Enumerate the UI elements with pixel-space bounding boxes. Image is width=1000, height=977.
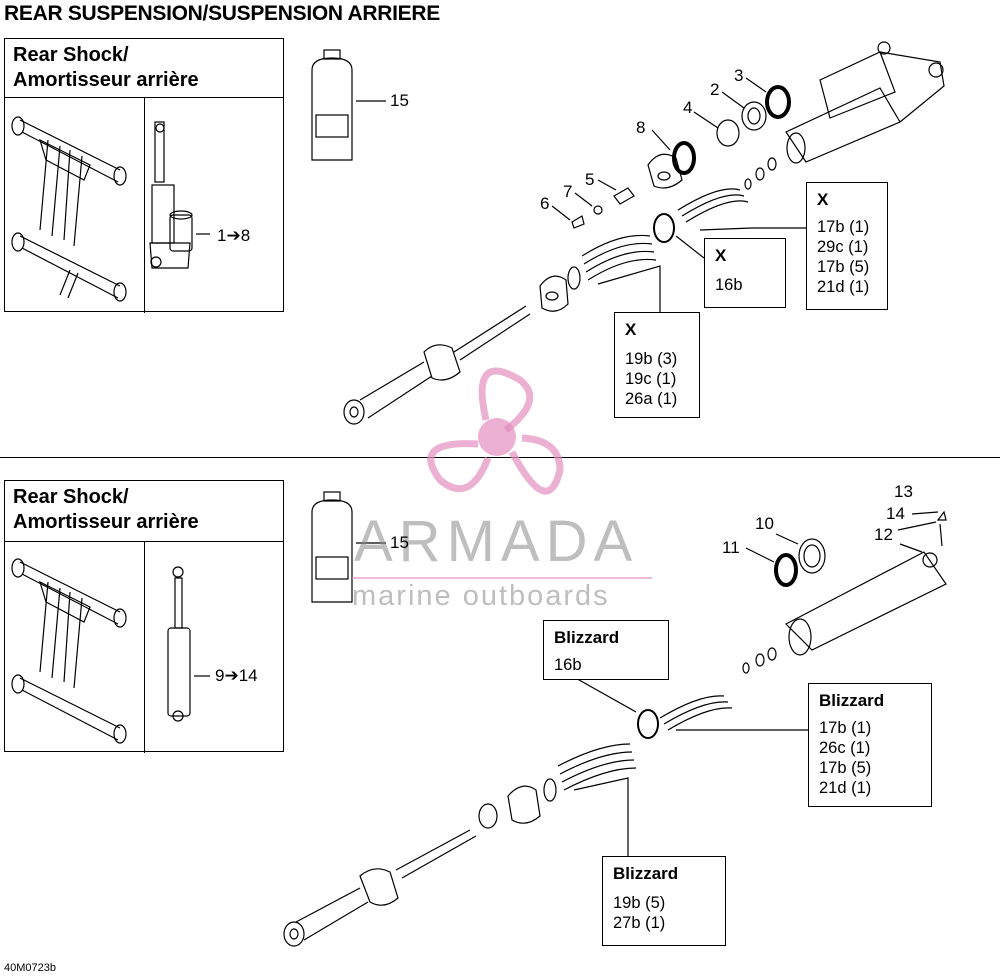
callout-12: 12 bbox=[874, 525, 893, 544]
shock-sketch-top bbox=[149, 121, 210, 269]
callout-14: 14 bbox=[886, 504, 905, 523]
parts-box-x-mid: X 16b bbox=[704, 238, 786, 308]
box-title: Blizzard bbox=[613, 864, 679, 883]
parts-box-blizzard-right: Blizzard 17b (1) 26c (1) 17b (5) 21d (1) bbox=[808, 683, 932, 807]
section-divider bbox=[0, 457, 1000, 458]
box-line: 19b (3) bbox=[625, 350, 678, 368]
inset-heading-top: Rear Shock/ Amortisseur arrière bbox=[5, 39, 199, 93]
box-title: Blizzard bbox=[819, 691, 885, 710]
callout-5: 5 bbox=[585, 170, 595, 189]
frame-sketch-bottom bbox=[11, 558, 127, 744]
box-title: Blizzard bbox=[554, 628, 620, 647]
parts-box-x-right: X 17b (1) 29c (1) 17b (5) 21d (1) bbox=[806, 182, 888, 310]
shock-exploded-bottom bbox=[283, 510, 947, 947]
parts-box-blizzard-low: Blizzard 19b (5) 27b (1) bbox=[602, 856, 726, 946]
callout-4: 4 bbox=[683, 98, 693, 117]
box-line: 26c (1) bbox=[819, 739, 871, 757]
box-line: 27b (1) bbox=[613, 914, 666, 932]
box-title: X bbox=[625, 320, 637, 339]
box-line: 19b (5) bbox=[613, 894, 666, 912]
inset-divider bbox=[144, 97, 145, 313]
inset-panel-bottom: Rear Shock/ Amortisseur arrière 9➔14 bbox=[4, 480, 284, 753]
callout-2: 2 bbox=[710, 80, 720, 99]
callout-3: 3 bbox=[734, 66, 744, 85]
inset-heading-bottom: Rear Shock/ Amortisseur arrière bbox=[5, 481, 199, 535]
box-line: 17b (1) bbox=[817, 218, 870, 236]
box-line: 17b (1) bbox=[819, 719, 872, 737]
callout-6: 6 bbox=[540, 194, 550, 213]
watermark-tagline: marine outboards bbox=[352, 580, 610, 612]
box-line: 17b (5) bbox=[817, 258, 870, 276]
drawing-code: 40M0723b bbox=[4, 962, 56, 974]
inset-heading-line2: Amortisseur arrière bbox=[13, 511, 199, 533]
box-title: X bbox=[715, 246, 727, 265]
oil-bottle-bottom bbox=[311, 491, 386, 603]
callout-11: 11 bbox=[722, 538, 740, 557]
oil-bottle-top bbox=[311, 49, 386, 161]
watermark-propeller-icon bbox=[427, 367, 564, 495]
shock-sketch-bottom bbox=[167, 566, 210, 722]
box-line: 16b bbox=[715, 276, 743, 294]
box-line: 26a (1) bbox=[625, 390, 678, 408]
box-line: 21d (1) bbox=[817, 278, 870, 296]
box-line: 17b (5) bbox=[819, 759, 872, 777]
inset-panel-top: Rear Shock/ Amortisseur arrière 1➔8 bbox=[4, 38, 284, 313]
callout-8: 8 bbox=[636, 118, 646, 137]
parts-box-x-low: X 19b (3) 19c (1) 26a (1) bbox=[614, 312, 700, 418]
box-line: 16b bbox=[554, 656, 582, 674]
box-title: X bbox=[817, 190, 829, 209]
page-title: REAR SUSPENSION/SUSPENSION ARRIERE bbox=[4, 2, 440, 25]
callout-13: 13 bbox=[894, 482, 913, 501]
box-line: 21d (1) bbox=[819, 779, 872, 797]
inset-heading-line1: Rear Shock/ bbox=[13, 486, 129, 508]
box-line: 29c (1) bbox=[817, 238, 869, 256]
callout-7: 7 bbox=[563, 182, 573, 201]
inset-range-label: 1➔8 bbox=[217, 226, 251, 245]
watermark-brand: ARMADA bbox=[354, 509, 639, 574]
callout-15-bottom: 15 bbox=[390, 533, 409, 552]
parts-box-blizzard-top: Blizzard 16b bbox=[543, 620, 669, 680]
frame-sketch-top bbox=[11, 116, 127, 302]
callout-15-top: 15 bbox=[390, 91, 409, 110]
inset-divider bbox=[144, 541, 145, 753]
box-line: 19c (1) bbox=[625, 370, 677, 388]
inset-range-label: 9➔14 bbox=[215, 666, 258, 685]
shock-exploded-top bbox=[343, 41, 945, 425]
inset-heading-line1: Rear Shock/ bbox=[13, 44, 129, 66]
callout-10: 10 bbox=[755, 514, 774, 533]
inset-heading-line2: Amortisseur arrière bbox=[13, 69, 199, 91]
watermark-hub bbox=[478, 418, 516, 456]
